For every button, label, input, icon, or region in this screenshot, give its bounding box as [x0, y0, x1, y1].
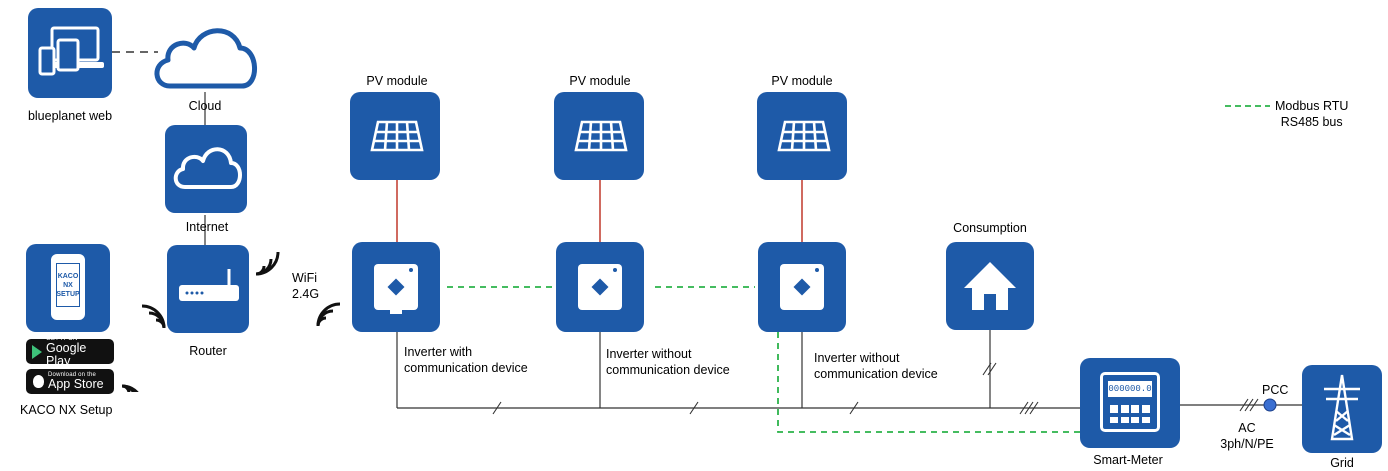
inverter-label-line: communication device — [814, 367, 938, 381]
internet-label: Internet — [185, 220, 229, 234]
blueplanet-web-label: blueplanet web — [27, 109, 113, 123]
cloud-small-icon — [173, 147, 242, 189]
pcc-label: PCC — [1262, 383, 1289, 397]
internet-tile — [165, 125, 247, 213]
ac-label-line: AC — [1238, 421, 1256, 435]
wifi-label: WiFi 2.4G — [292, 270, 319, 302]
pv-module-label-3: PV module — [771, 74, 833, 88]
solar-panel-icon — [370, 120, 424, 152]
ac-label: AC 3ph/N/PE — [1220, 420, 1274, 452]
inverter-icon — [374, 264, 418, 314]
solar-panel-icon — [574, 120, 628, 152]
inverter-icon — [780, 264, 824, 310]
house-icon — [964, 262, 1016, 310]
legend-line: Modbus RTU — [1275, 99, 1349, 113]
consumption-label: Consumption — [953, 221, 1027, 235]
wifi-signal-icon — [121, 384, 145, 392]
phone-text-line: NX — [63, 281, 73, 289]
app-label: KACO NX Setup — [20, 403, 113, 417]
inverter-label-line: communication device — [404, 361, 528, 375]
wifi-signal-icon — [316, 302, 341, 327]
devices-icon — [38, 26, 104, 76]
router-icon — [179, 269, 239, 301]
inverter-1 — [352, 242, 440, 332]
inverter-2-label: Inverter without communication device — [606, 346, 730, 378]
legend-modbus: Modbus RTU RS485 bus — [1275, 98, 1348, 130]
phone-text-line: SETUP — [56, 290, 80, 298]
phone-text-line: KACO — [57, 272, 79, 280]
pv-module-1 — [350, 92, 440, 180]
pv-module-3 — [757, 92, 847, 180]
consumption-tile — [946, 242, 1034, 330]
wifi-signal-icon — [141, 304, 166, 329]
wifi-signal-icon — [255, 251, 280, 276]
smart-meter-tile: 000000.0 — [1080, 358, 1180, 448]
inverter-1-label: Inverter with communication device — [404, 344, 528, 376]
wifi-label-line: WiFi — [292, 271, 317, 285]
router-tile — [167, 245, 249, 333]
blueplanet-web-tile — [28, 8, 112, 98]
inverter-label-line: Inverter without — [814, 351, 900, 365]
pv-module-label-1: PV module — [366, 74, 428, 88]
inverter-icon — [578, 264, 622, 310]
ac-label-line: 3ph/N/PE — [1220, 437, 1274, 451]
power-tower-icon — [1324, 374, 1360, 441]
app-store-small-text: Download on the — [48, 372, 97, 379]
apple-icon — [33, 375, 44, 388]
wifi-label-line: 2.4G — [292, 287, 320, 301]
inverter-2 — [556, 242, 644, 332]
pv-module-label-2: PV module — [569, 74, 631, 88]
inverter-label-line: communication device — [606, 363, 730, 377]
grid-label: Grid — [1330, 456, 1354, 470]
legend-line: RS485 bus — [1280, 115, 1343, 129]
google-play-icon — [32, 344, 42, 359]
router-label: Router — [189, 344, 227, 358]
grid-tile — [1302, 365, 1382, 453]
smart-meter-label: Smart-Meter — [1093, 453, 1163, 467]
cloud-label: Cloud — [188, 99, 222, 113]
meter-icon: 000000.0 — [1100, 372, 1160, 432]
app-store-text: App Store — [48, 377, 104, 392]
inverter-label-line: Inverter with — [404, 345, 473, 359]
meter-display: 000000.0 — [1108, 381, 1152, 397]
phone-icon: KACO NX SETUP — [51, 254, 85, 320]
app-tile: KACO NX SETUP — [26, 244, 110, 332]
cloud-icon — [154, 28, 257, 89]
inverter-3-label: Inverter without communication device — [814, 350, 938, 382]
google-play-small-text: GET IT ON — [46, 336, 78, 342]
pv-module-2 — [554, 92, 644, 180]
google-play-text: Google Play — [46, 341, 87, 368]
inverter-label-line: Inverter without — [606, 347, 692, 361]
solar-panel-icon — [777, 120, 831, 152]
pcc-dot — [1263, 398, 1277, 412]
inverter-3 — [758, 242, 846, 332]
